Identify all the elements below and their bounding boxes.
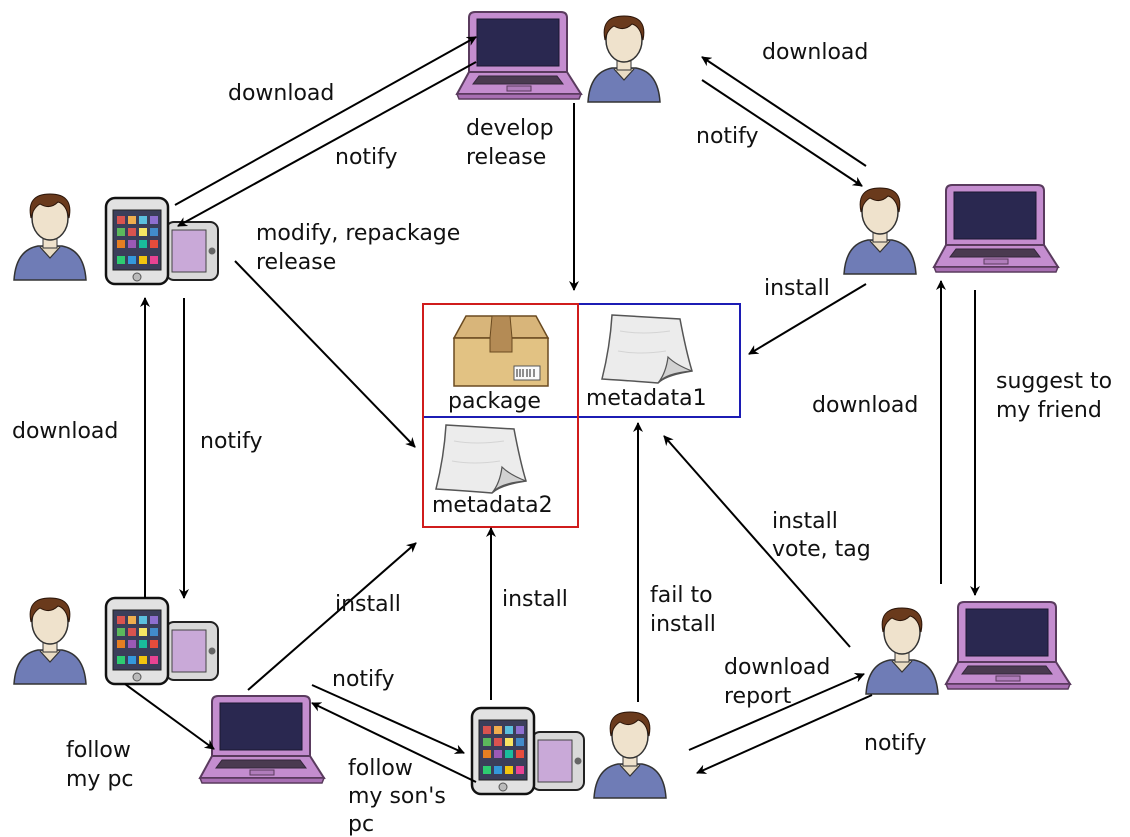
edge-label: vote, tag [772,537,871,562]
package-icon [452,315,550,387]
edge-label: follow [66,738,131,763]
laptop-icon [456,11,582,100]
arrow [701,79,863,187]
edge-label: notify [696,124,759,149]
arrow [311,702,477,783]
arrow [696,694,873,774]
edge-label: suggest to [996,369,1112,394]
edge-label: notify [335,145,398,170]
edge-label: develop [466,116,554,141]
edge-labels: download notify develop release download… [12,40,1112,837]
arrow [174,36,477,206]
edge-label: download [228,81,334,106]
edge-label: notify [864,731,927,756]
laptop-icon [945,601,1071,690]
edge-label: pc [348,812,374,837]
person-icon [865,607,939,695]
edge-label: fail to [650,583,713,608]
arrow [701,56,867,167]
arrow [247,542,417,691]
arrow [177,61,477,227]
package-label: package [448,389,541,414]
phone-icon [104,196,220,286]
laptop-icon [199,695,325,784]
edge-label: download [812,393,918,418]
arrow [748,283,867,355]
metadata2-label: metadata2 [432,493,553,518]
arrows [124,36,980,783]
person-icon [13,597,87,685]
edge-label: notify [200,429,263,454]
arrow [688,672,865,751]
person-icon [593,711,667,799]
laptop-icon [933,184,1059,273]
edge-label: download [762,40,868,65]
person-icon [843,187,917,275]
edge-label: install [502,587,568,612]
edge-label: notify [332,667,395,692]
phone-icon [470,706,586,796]
phone-icon [104,596,220,686]
person-icon [13,193,87,281]
arrow [234,260,416,448]
edge-label: my friend [996,398,1102,423]
edge-label: download [724,655,830,680]
edge-label: report [724,684,792,709]
metadata1-icon [601,314,693,384]
arrow [124,683,215,750]
person-icon [587,15,661,103]
red-box [422,303,579,528]
edge-label: download [12,419,118,444]
edge-label: install [650,612,716,637]
edge-label: install [772,509,838,534]
arrow [311,684,465,754]
edge-label: modify, repackage [256,221,460,246]
edge-label: my pc [66,767,134,792]
arrow [663,435,851,648]
metadata2-icon [435,424,527,494]
metadata1-label: metadata1 [586,386,707,411]
edge-label: my son's [348,784,446,809]
edge-label: release [256,250,336,275]
edge-label: release [466,145,546,170]
edge-label: follow [348,756,413,781]
edge-label: install [764,276,830,301]
edge-label: install [335,592,401,617]
